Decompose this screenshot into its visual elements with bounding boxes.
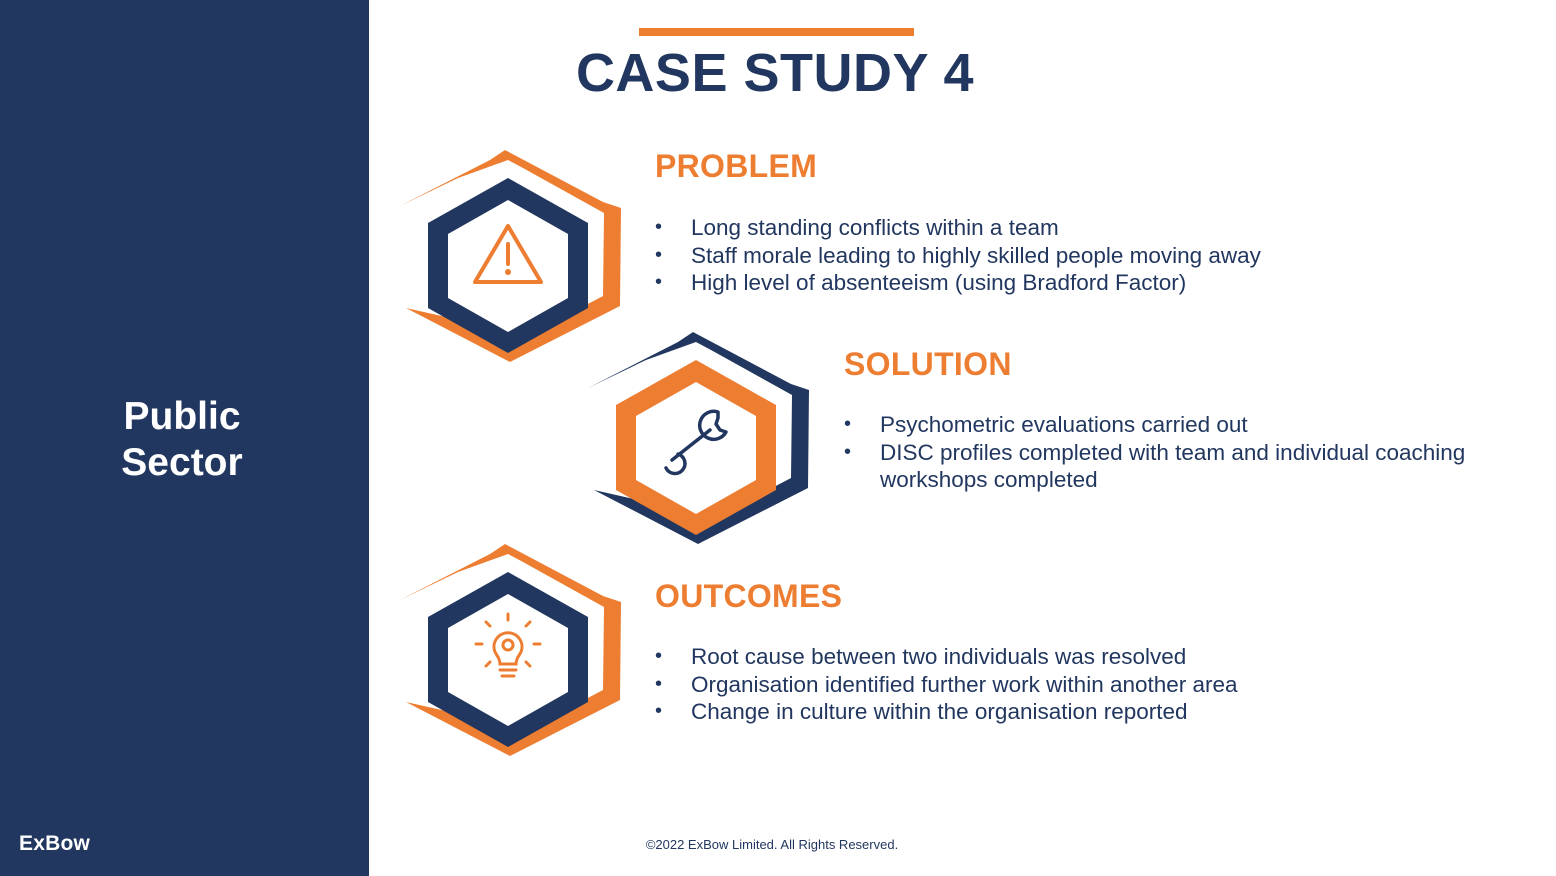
outcomes-hexagon-badge — [400, 544, 621, 756]
sidebar-panel: Public Sector ExBow — [0, 0, 369, 876]
list-item: High level of absenteeism (using Bradfor… — [655, 269, 1535, 297]
sector-label: Public Sector — [0, 394, 364, 486]
list-item: Root cause between two individuals was r… — [655, 643, 1535, 671]
solution-heading: SOLUTION — [844, 346, 1012, 382]
problem-heading: PROBLEM — [655, 148, 818, 184]
list-item: DISC profiles completed with team and in… — [844, 439, 1524, 494]
list-item: Staff morale leading to highly skilled p… — [655, 242, 1535, 270]
solution-list: Psychometric evaluations carried out DIS… — [844, 411, 1524, 494]
page-title: CASE STUDY 4 — [575, 43, 975, 103]
brand-logo: ExBow — [19, 832, 91, 855]
wrench-icon — [664, 409, 728, 476]
solution-hexagon-badge — [588, 332, 809, 544]
list-item: Change in culture within the organisatio… — [655, 698, 1535, 726]
copyright-footer: ©2022 ExBow Limited. All Rights Reserved… — [645, 837, 899, 852]
outcomes-list: Root cause between two individuals was r… — [655, 643, 1535, 726]
sector-label-line-1: Public — [123, 395, 241, 438]
warning-dot — [505, 269, 511, 275]
list-item: Organisation identified further work wit… — [655, 671, 1535, 699]
list-item: Long standing conflicts within a team — [655, 214, 1535, 242]
warning-triangle-icon — [473, 224, 543, 284]
title-accent-bar — [639, 28, 914, 36]
outcomes-heading: OUTCOMES — [655, 578, 843, 614]
lightbulb-gear-icon — [474, 612, 542, 678]
list-item: Psychometric evaluations carried out — [844, 411, 1524, 439]
problem-list: Long standing conflicts within a team St… — [655, 214, 1535, 297]
sector-label-line-2: Sector — [121, 441, 243, 484]
problem-hexagon-badge — [400, 150, 621, 362]
